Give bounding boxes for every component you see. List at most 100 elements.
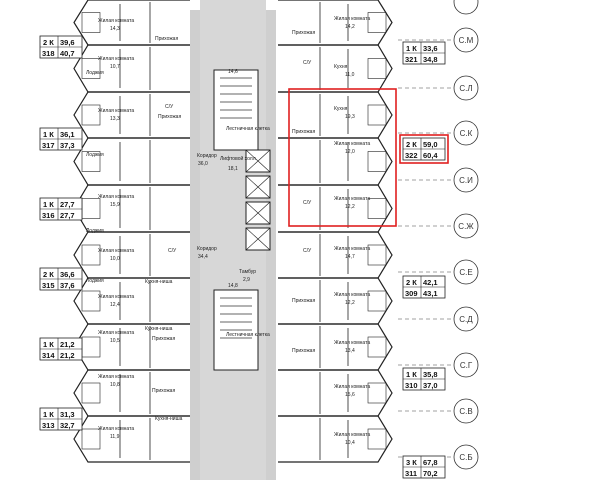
left-apt-318-area: 39,6 — [60, 38, 75, 47]
kitchen-niche-label: Кухня-ниша — [145, 279, 173, 285]
right-room-area: 11,0 — [345, 72, 355, 78]
core-labels: Лестничная клетка Лифтовой холл 18,1 Кор… — [197, 69, 270, 338]
axis-circle — [453, 75, 479, 101]
loggia-label: Лоджия — [86, 70, 104, 76]
corridor-area-mid: 34,4 — [198, 254, 208, 260]
axis-circle — [453, 259, 479, 285]
right-room-area: 10,4 — [345, 440, 355, 446]
left-room-label: Жилая комната — [98, 248, 134, 254]
left-apt-316-rooms: 1 К — [43, 200, 54, 209]
right-room-area: 12,0 — [345, 149, 355, 155]
axis-label: С.К — [460, 129, 473, 138]
right-loggia — [367, 12, 387, 33]
core — [190, 0, 276, 480]
left-apt-314-number: 314 — [42, 351, 55, 360]
right-apt-310-area-total: 37,0 — [423, 381, 438, 390]
left-apt-313-number: 313 — [42, 421, 55, 430]
left-apt-316-number: 316 — [42, 211, 55, 220]
right-room-label: Кухня — [334, 106, 348, 112]
left-apt-313-area: 31,3 — [60, 410, 75, 419]
corridor-label-mid: Коридор — [197, 246, 217, 252]
right-room-area: 12,2 — [345, 300, 355, 306]
right-apt-321-area-total: 34,8 — [423, 55, 438, 64]
stair-label-bottom: Лестничная клетка — [226, 332, 270, 338]
right-apt-322-area-total: 60,4 — [423, 151, 438, 160]
left-apt-317-area: 36,1 — [60, 130, 75, 139]
stair-area-bottom: 14,8 — [228, 283, 238, 289]
axis-circle — [453, 306, 479, 332]
hall-label: Прихожая — [292, 348, 315, 354]
axis-label: С.Л — [459, 84, 472, 93]
axis-circle — [453, 167, 479, 193]
left-room-label: Жилая комната — [98, 294, 134, 300]
right-loggia — [367, 151, 387, 172]
right-room-label: Жилая комната — [334, 384, 370, 390]
stair-label-top: Лестничная клетка — [226, 126, 270, 132]
right-apt-311-number: 311 — [405, 469, 417, 478]
loggia-label: Лоджия — [86, 228, 104, 234]
left-apt-316-area: 27,7 — [60, 200, 75, 209]
left-apt-315-rooms: 2 К — [43, 270, 54, 279]
corridor-label-top: Коридор — [197, 153, 217, 159]
axis-label: С.Б — [459, 453, 472, 462]
right-wing — [278, 0, 393, 463]
left-apt-317-number: 317 — [42, 141, 55, 150]
hall-label: Прихожая — [292, 30, 315, 36]
hall-label: Прихожая — [292, 298, 315, 304]
hall-label: Прихожая — [155, 36, 178, 42]
hall-label: Прихожая — [158, 114, 181, 120]
tambour-label: Тамбур — [239, 269, 256, 275]
left-loggia — [81, 151, 101, 172]
right-room-label: Жилая комната — [334, 292, 370, 298]
hall-label: Прихожая — [292, 129, 315, 135]
left-room-area: 10,7 — [110, 64, 120, 70]
axis-circle — [453, 213, 479, 239]
left-unit-outline — [73, 415, 190, 463]
left-room-area: 13,3 — [110, 116, 120, 122]
axis-circle — [453, 398, 479, 424]
highlight-apartment-322[interactable] — [288, 88, 397, 227]
axis-label: С.М — [459, 36, 474, 45]
right-loggia — [367, 290, 387, 312]
axis-label: С.Д — [459, 315, 473, 324]
hall-label: Прихожая — [152, 388, 175, 394]
axis-label: С.В — [459, 407, 472, 416]
right-apt-322-area: 59,0 — [423, 140, 438, 149]
left-room-area: 12,4 — [110, 302, 120, 308]
left-room-area: 10,8 — [110, 382, 120, 388]
left-apt-313-rooms: 1 К — [43, 410, 54, 419]
left-room-area: 15,9 — [110, 202, 120, 208]
right-room-label: Жилая комната — [334, 340, 370, 346]
left-apt-313-area-total: 32,7 — [60, 421, 75, 430]
right-apt-309-number: 309 — [405, 289, 418, 298]
left-loggia — [81, 382, 101, 404]
bath-label: С/У — [168, 248, 177, 254]
axis-label: С.Е — [459, 268, 472, 277]
left-room-label: Жилая комната — [98, 18, 134, 24]
left-room-label: Жилая комната — [98, 194, 134, 200]
right-apt-322-rooms: 2 К — [406, 140, 417, 149]
right-apt-321-area: 33,6 — [423, 44, 438, 53]
left-apt-315-number: 315 — [42, 281, 55, 290]
left-apt-318-number: 318 — [42, 49, 55, 58]
left-loggia — [81, 104, 101, 126]
axis-label: С.И — [459, 176, 473, 185]
right-room-label: Жилая комната — [334, 16, 370, 22]
right-apt-311-area-total: 70,2 — [423, 469, 438, 478]
left-room-label: Жилая комната — [98, 56, 134, 62]
left-loggia — [81, 58, 101, 79]
right-unit-outline — [278, 415, 393, 463]
right-room-area: 19,3 — [345, 114, 355, 120]
right-room-area: 14,2 — [345, 24, 355, 30]
left-loggia — [81, 244, 101, 266]
right-apt-310-rooms: 1 К — [406, 370, 417, 379]
left-wing — [73, 0, 190, 463]
right-room-label: Жилая комната — [334, 432, 370, 438]
loggia-label: Лоджия — [86, 278, 104, 284]
right-loggia — [367, 198, 387, 219]
left-apt-318-rooms: 2 К — [43, 38, 54, 47]
right-apt-310-area: 35,8 — [423, 370, 438, 379]
axis-circle — [453, 352, 479, 378]
